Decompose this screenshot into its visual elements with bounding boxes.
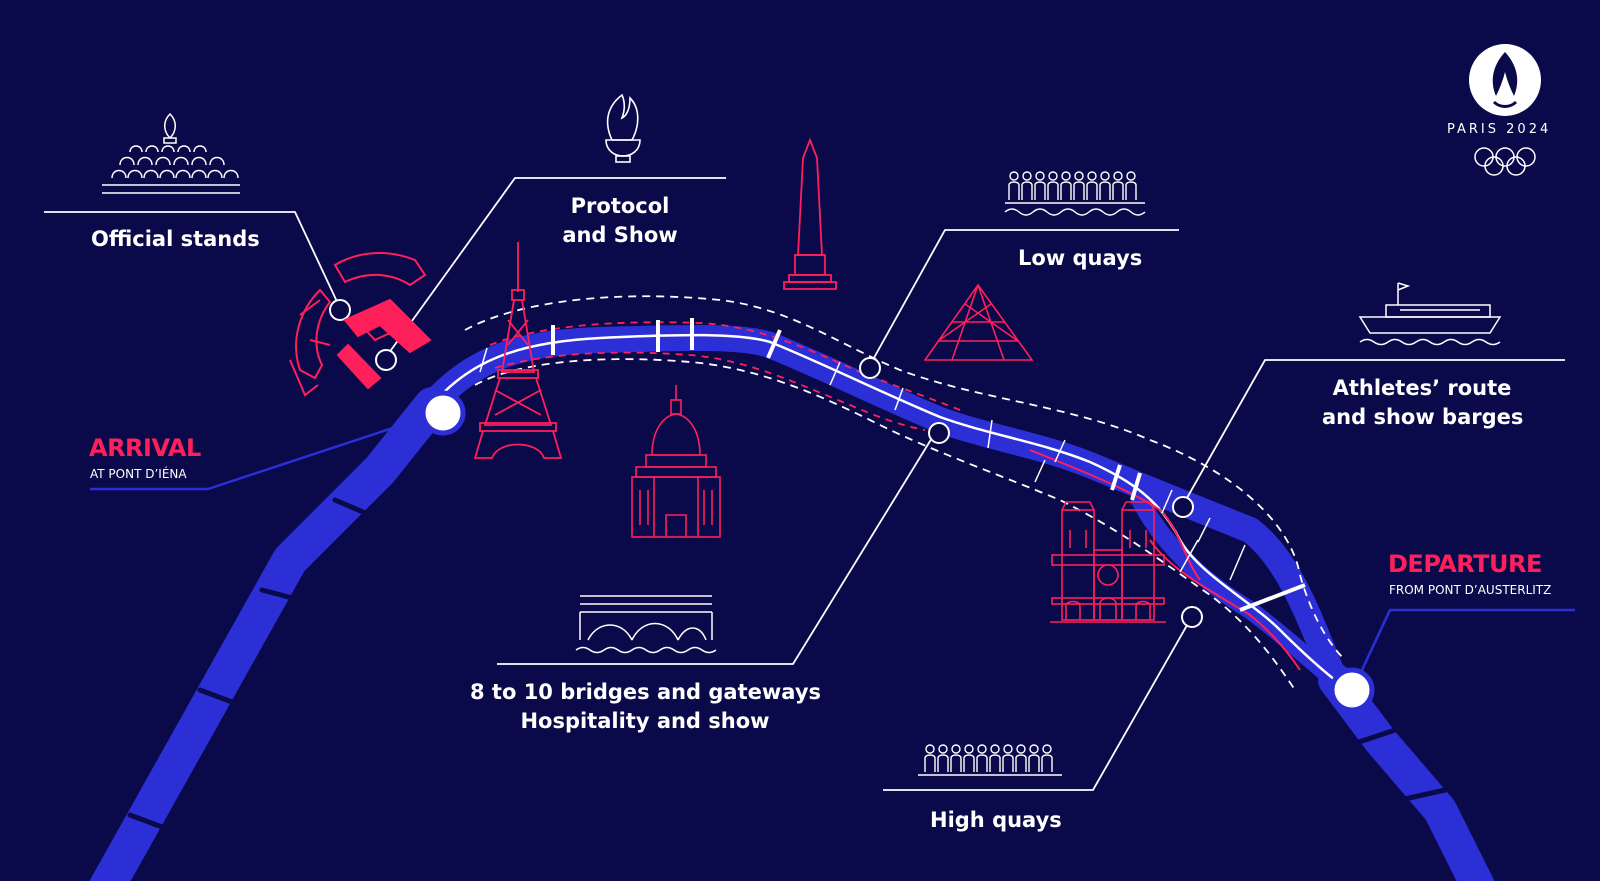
leader-markers	[329, 299, 1203, 628]
label-bridges: 8 to 10 bridges and gateways Hospitality…	[470, 678, 822, 736]
crowd-low-quays-icon	[1004, 171, 1146, 216]
leader-arrival	[90, 413, 433, 491]
label-official-stands: Official stands	[91, 227, 260, 251]
leader-protocol	[385, 177, 726, 358]
leader-official-stands	[44, 211, 341, 309]
label-bridges-line2: Hospitality and show	[520, 709, 770, 733]
olympic-rings-icon	[1474, 147, 1536, 176]
label-bridges-line1: 8 to 10 bridges and gateways	[470, 680, 822, 704]
eiffel-tower-icon	[473, 242, 563, 459]
label-athletes-route: Athletes’ route and show barges	[1322, 374, 1524, 432]
label-protocol-line2: and Show	[562, 223, 678, 247]
departure-subtitle: FROM PONT D’AUSTERLITZ	[1389, 583, 1552, 597]
high-quays-dashed	[464, 295, 1346, 691]
invalides-dome-icon	[631, 385, 721, 538]
athletes-route-line	[431, 333, 1336, 681]
label-protocol-line1: Protocol	[570, 194, 670, 218]
leader-athletes	[1182, 359, 1565, 506]
bridge-icon	[575, 595, 717, 654]
stands-flame-icon	[102, 112, 240, 194]
departure-title: DEPARTURE	[1388, 550, 1542, 578]
leader-lines	[44, 177, 1565, 791]
label-protocol-show: Protocol and Show	[540, 192, 700, 250]
arrival-subtitle: AT PONT D’IÉNA	[90, 467, 187, 481]
label-high-quays: High quays	[930, 808, 1062, 832]
notre-dame-icon	[1050, 501, 1166, 623]
leader-departure	[1360, 608, 1575, 671]
flame-face-icon	[1469, 44, 1541, 116]
leader-low-quays	[869, 229, 1179, 366]
departure-point	[1329, 667, 1375, 713]
crowd-high-quays-icon	[918, 744, 1062, 776]
seine-river	[89, 324, 1495, 881]
arrival-point	[420, 390, 466, 436]
barge-icon	[1358, 282, 1502, 346]
river-main	[419, 324, 1348, 693]
leader-ports	[90, 413, 1575, 671]
logo-wordmark: PARIS 2024	[1447, 122, 1552, 137]
leader-high-quays	[883, 619, 1191, 791]
label-athletes-line2: and show barges	[1322, 405, 1524, 429]
river-segment-marks	[127, 497, 1448, 833]
low-quays-red-dashed	[489, 321, 961, 431]
leader-bridges	[497, 432, 936, 665]
obelisk-icon	[783, 137, 837, 290]
label-athletes-line1: Athletes’ route	[1332, 376, 1512, 400]
arrival-title: ARRIVAL	[89, 434, 201, 462]
bridge-ticks	[479, 318, 1306, 612]
label-low-quays: Low quays	[1018, 246, 1143, 270]
river-downstream	[89, 387, 450, 881]
trocadero-icon	[289, 252, 432, 397]
olympic-cauldron-icon	[605, 93, 641, 163]
louvre-pyramid-icon	[923, 283, 1034, 361]
